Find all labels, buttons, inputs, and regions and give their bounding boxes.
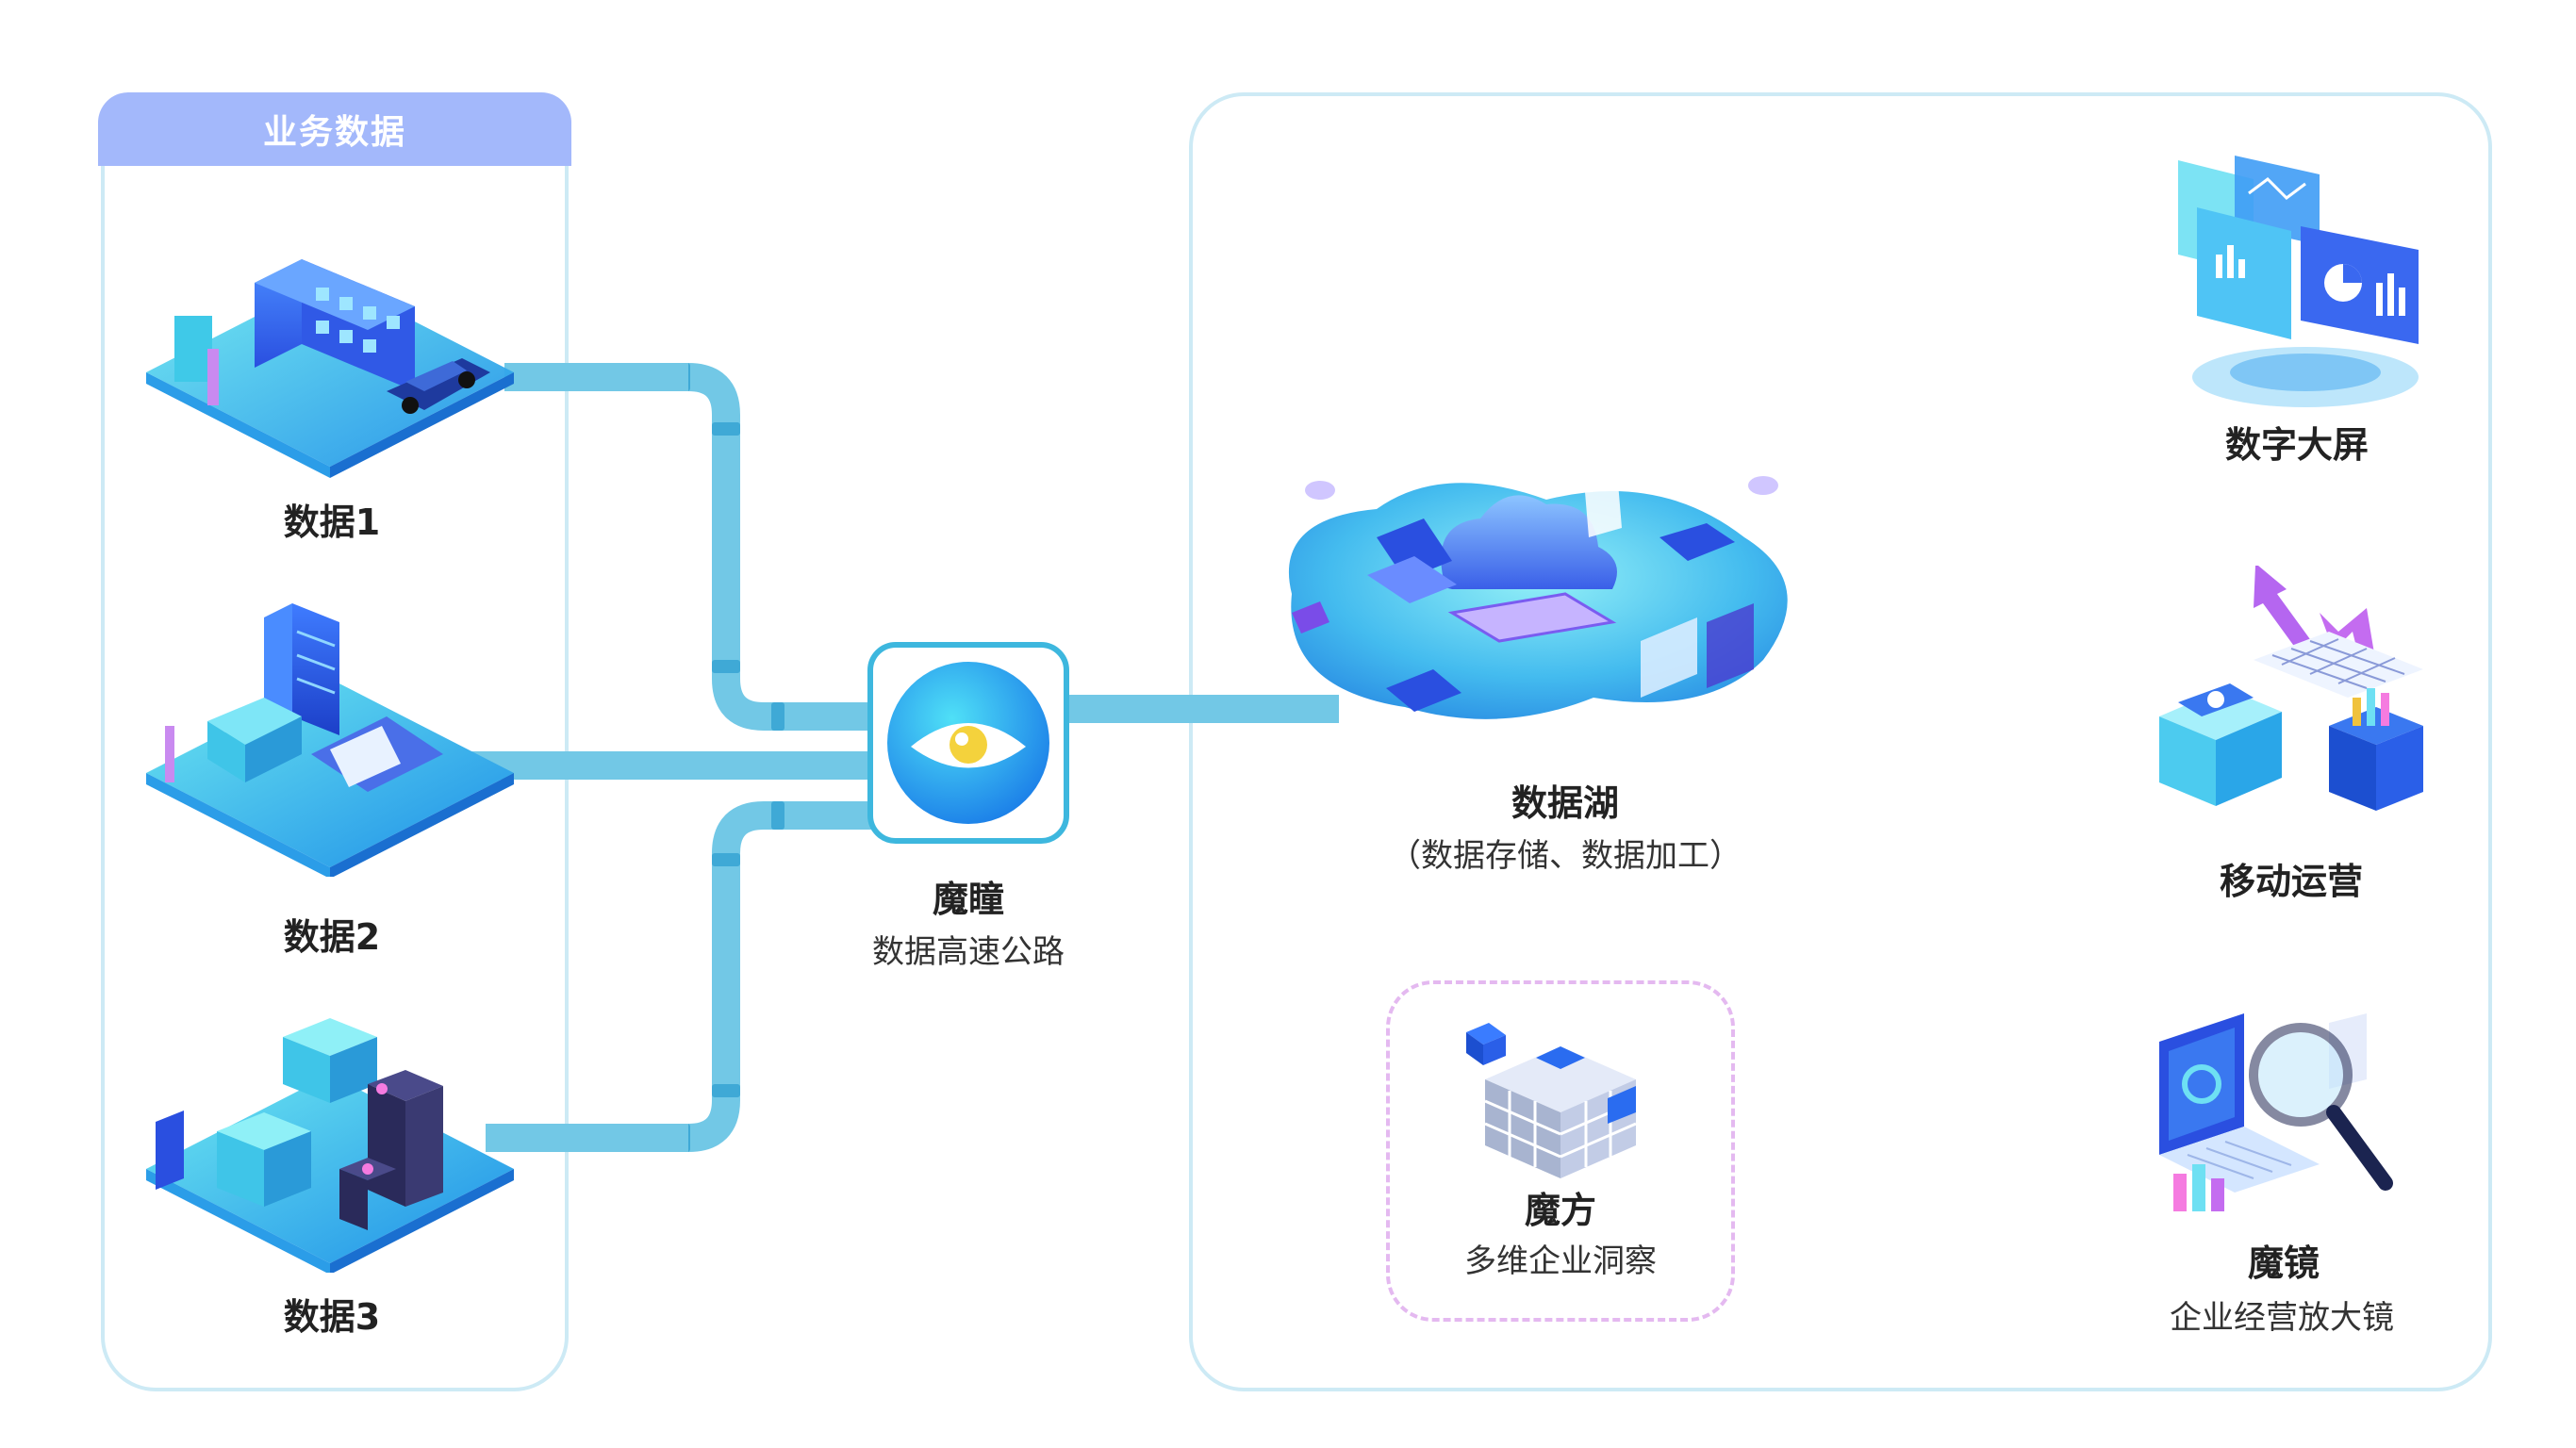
dashboard-screens-illustration xyxy=(2178,156,2419,407)
eye-logo-icon xyxy=(887,662,1049,824)
pipe-data3-to-hub xyxy=(486,801,872,1152)
output-title-2: 移动运营 xyxy=(2219,861,2364,902)
hub-title: 魔瞳 xyxy=(932,879,1005,920)
source-label-1: 数据1 xyxy=(283,502,381,543)
pipe-data1-to-hub xyxy=(504,363,872,731)
output-subtitle-3: 企业经营放大镜 xyxy=(2170,1299,2394,1337)
hub-subtitle: 数据高速公路 xyxy=(872,933,1065,971)
server-racks-illustration xyxy=(146,1018,514,1273)
cube-subtitle: 多维企业洞察 xyxy=(1464,1242,1657,1280)
server-printer-illustration xyxy=(146,603,514,877)
source-label-2: 数据2 xyxy=(283,916,381,958)
cloud-devices-illustration xyxy=(1288,471,1788,719)
data-lake-subtitle: （数据存储、数据加工） xyxy=(1389,837,1742,875)
cube-card[interactable] xyxy=(1386,980,1735,1322)
magnifier-laptop-illustration xyxy=(2159,1013,2393,1211)
mobile-chart-illustration xyxy=(2159,566,2423,811)
output-title-3: 魔镜 xyxy=(2247,1242,2320,1284)
business-data-header: 业务数据 xyxy=(98,92,571,166)
output-title-1: 数字大屏 xyxy=(2224,424,2370,466)
rubik-cube-illustration xyxy=(1466,1023,1637,1178)
cube-title: 魔方 xyxy=(1524,1190,1597,1231)
hub-card[interactable] xyxy=(867,642,1069,844)
source-label-3: 数据3 xyxy=(283,1296,381,1338)
data-lake-title: 数据湖 xyxy=(1511,782,1620,824)
office-building-car-illustration xyxy=(146,259,514,478)
